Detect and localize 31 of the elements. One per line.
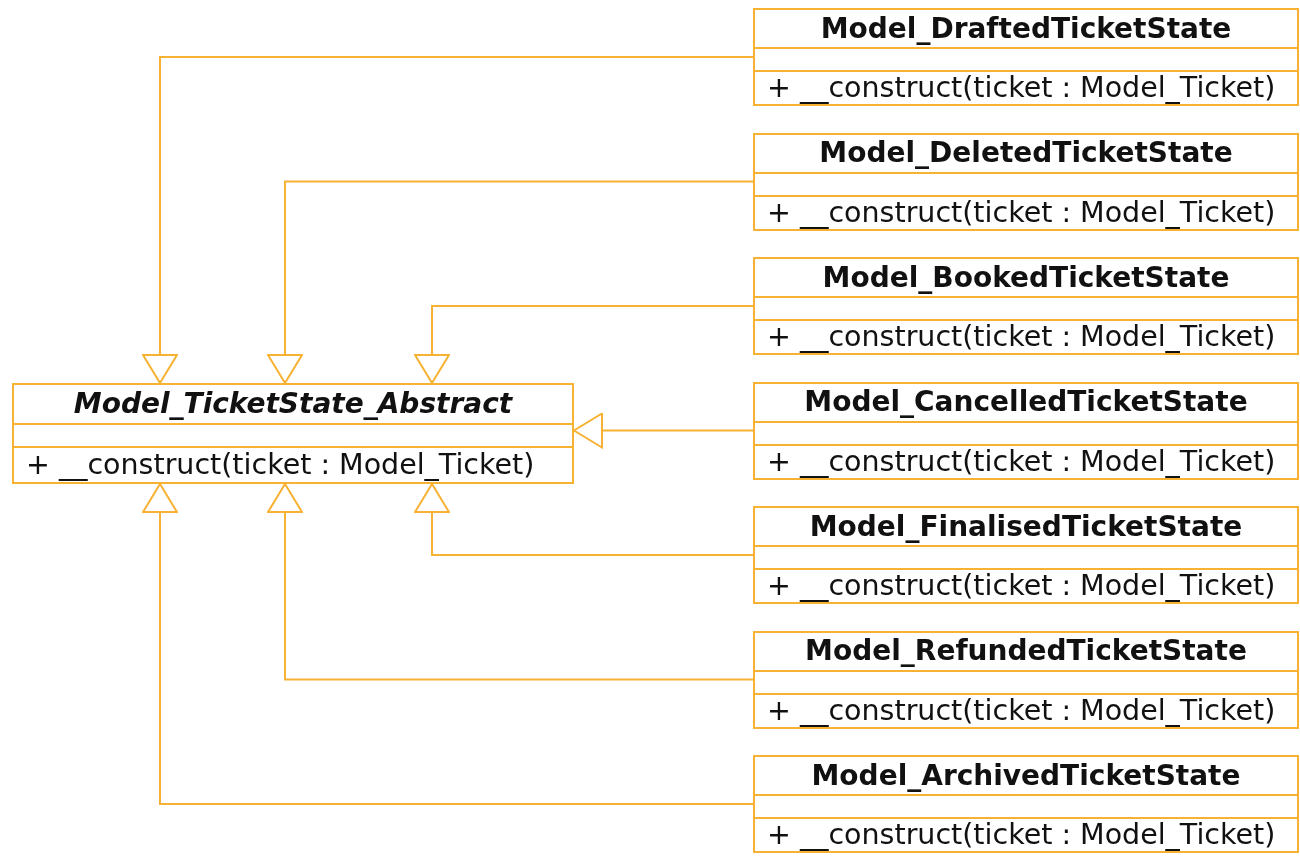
method-signature: + __construct(ticket : Model_Ticket) xyxy=(767,196,1276,229)
method-signature: + __construct(ticket : Model_Ticket) xyxy=(767,72,1276,104)
method-signature: + __construct(ticket : Model_Ticket) xyxy=(26,449,535,481)
method-signature: + __construct(ticket : Model_Ticket) xyxy=(767,819,1276,851)
inheritance-arrow xyxy=(142,483,754,805)
class-name: Model_RefundedTicketState xyxy=(805,635,1247,668)
class-name: Model_BookedTicketState xyxy=(822,261,1230,294)
inheritance-arrow xyxy=(142,56,754,384)
class-name: Model_DeletedTicketState xyxy=(819,137,1233,170)
inheritance-arrow xyxy=(267,180,754,384)
method-signature: + __construct(ticket : Model_Ticket) xyxy=(767,445,1276,478)
method-signature: + __construct(ticket : Model_Ticket) xyxy=(767,694,1276,727)
class-box xyxy=(753,381,1299,480)
inheritance-arrow xyxy=(414,305,754,384)
inheritance-arrow xyxy=(414,483,754,556)
class-box xyxy=(753,506,1299,604)
class-box xyxy=(753,755,1299,853)
class-name: Model_DraftedTicketState xyxy=(820,12,1232,45)
class-box xyxy=(12,383,574,484)
class-box xyxy=(753,257,1299,355)
inheritance-arrow xyxy=(573,412,754,449)
class-box xyxy=(753,630,1299,729)
inheritance-arrow xyxy=(267,483,754,681)
class-box xyxy=(753,132,1299,231)
class-name: Model_ArchivedTicketState xyxy=(811,759,1241,792)
class-box xyxy=(753,8,1299,106)
class-name: Model_CancelledTicketState xyxy=(804,386,1248,419)
method-signature: + __construct(ticket : Model_Ticket) xyxy=(767,570,1276,602)
class-name: Model_TicketState_Abstract xyxy=(73,388,513,420)
class-name: Model_FinalisedTicketState xyxy=(809,510,1243,543)
method-signature: + __construct(ticket : Model_Ticket) xyxy=(767,321,1276,353)
